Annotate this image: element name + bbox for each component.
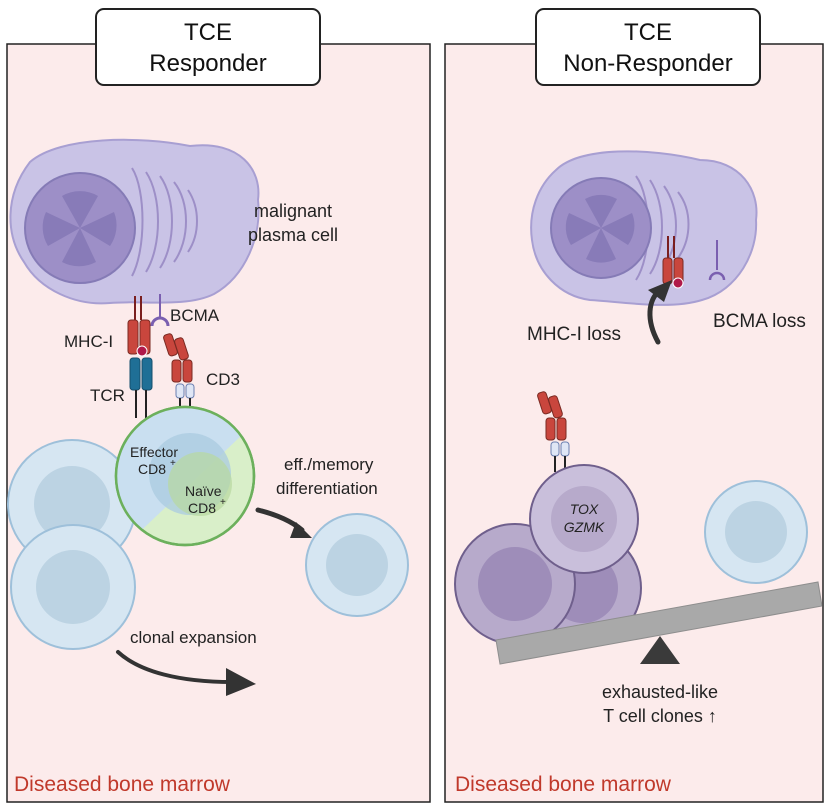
internal-mhc — [662, 257, 673, 285]
left-title-line1: TCE — [184, 19, 232, 46]
effector-superscript: + — [170, 458, 176, 469]
left-title-box: TCE Responder — [95, 8, 321, 86]
differentiation-arrowhead — [290, 522, 312, 538]
right-panel: TCE Non-Responder — [444, 8, 824, 803]
t-cell-left-bottom — [10, 524, 136, 650]
expansion-arrow-shaft — [116, 650, 234, 684]
differentiation-label-line2: differentiation — [276, 479, 378, 498]
left-title-line2: Responder — [149, 50, 266, 77]
left-footer: Diseased bone marrow — [14, 773, 231, 796]
naive-superscript: + — [220, 497, 226, 508]
cd3-domain — [175, 383, 185, 399]
clonal-expansion-label: clonal expansion — [130, 628, 257, 647]
effector-label-line1: Effector — [130, 444, 178, 460]
exhausted-label-line1: exhausted-like — [602, 682, 718, 702]
t-cell-differentiated — [305, 513, 409, 617]
bcma-receptor — [150, 316, 170, 327]
seesaw-fulcrum — [640, 636, 680, 664]
right-title-line1: TCE — [624, 19, 672, 46]
tcr-alpha-chain — [129, 357, 141, 391]
bcma-remnant — [708, 271, 726, 281]
malignant-label-line1: malignant — [254, 201, 332, 221]
right-footer: Diseased bone marrow — [455, 773, 672, 796]
chromatin-right — [565, 194, 635, 263]
t-cell-right — [704, 480, 808, 584]
exhausted-cell-tox-gzmk: TOX GZMK — [529, 464, 639, 574]
tcr-label: TCR — [90, 386, 125, 405]
mhc-loss-arrowhead — [648, 280, 672, 302]
naive-label-line1: Naïve — [185, 483, 222, 499]
floating-engager — [537, 391, 570, 472]
right-title-line2: Non-Responder — [563, 50, 732, 77]
endoplasmic-reticulum — [131, 167, 198, 277]
tox-label: TOX — [570, 501, 599, 517]
bcma-cd3-engager: BCMA CD3 — [150, 294, 240, 414]
cd3-label: CD3 — [206, 370, 240, 389]
tcr-beta-chain — [141, 357, 153, 391]
naive-label-line2: CD8 — [188, 500, 216, 516]
mhc-label: MHC-I — [64, 332, 113, 351]
right-title-box: TCE Non-Responder — [535, 8, 761, 86]
peptide — [136, 345, 148, 357]
malignant-plasma-cell-right — [530, 150, 758, 306]
mhc-alpha-chain — [127, 319, 139, 355]
effector-label-line2: CD8 — [138, 461, 166, 477]
bcma-label: BCMA — [170, 306, 220, 325]
gzmk-label: GZMK — [564, 519, 605, 535]
malignant-label-line2: plasma cell — [248, 225, 338, 245]
exhausted-label-line2: T cell clones ↑ — [603, 706, 717, 726]
differentiation-label-line1: eff./memory — [284, 455, 374, 474]
expansion-arrowhead — [226, 668, 256, 696]
chromatin-pattern — [42, 191, 117, 267]
mhc-tcr-complex: MHC-I TCR — [64, 296, 153, 418]
left-panel: TCE Responder malignant plasma cell — [6, 8, 431, 803]
seesaw-plank — [495, 581, 823, 665]
bcma-loss-label: BCMA loss — [713, 311, 806, 332]
mhc-loss-label: MHC-I loss — [527, 324, 621, 345]
malignant-plasma-cell: malignant plasma cell — [9, 138, 338, 305]
